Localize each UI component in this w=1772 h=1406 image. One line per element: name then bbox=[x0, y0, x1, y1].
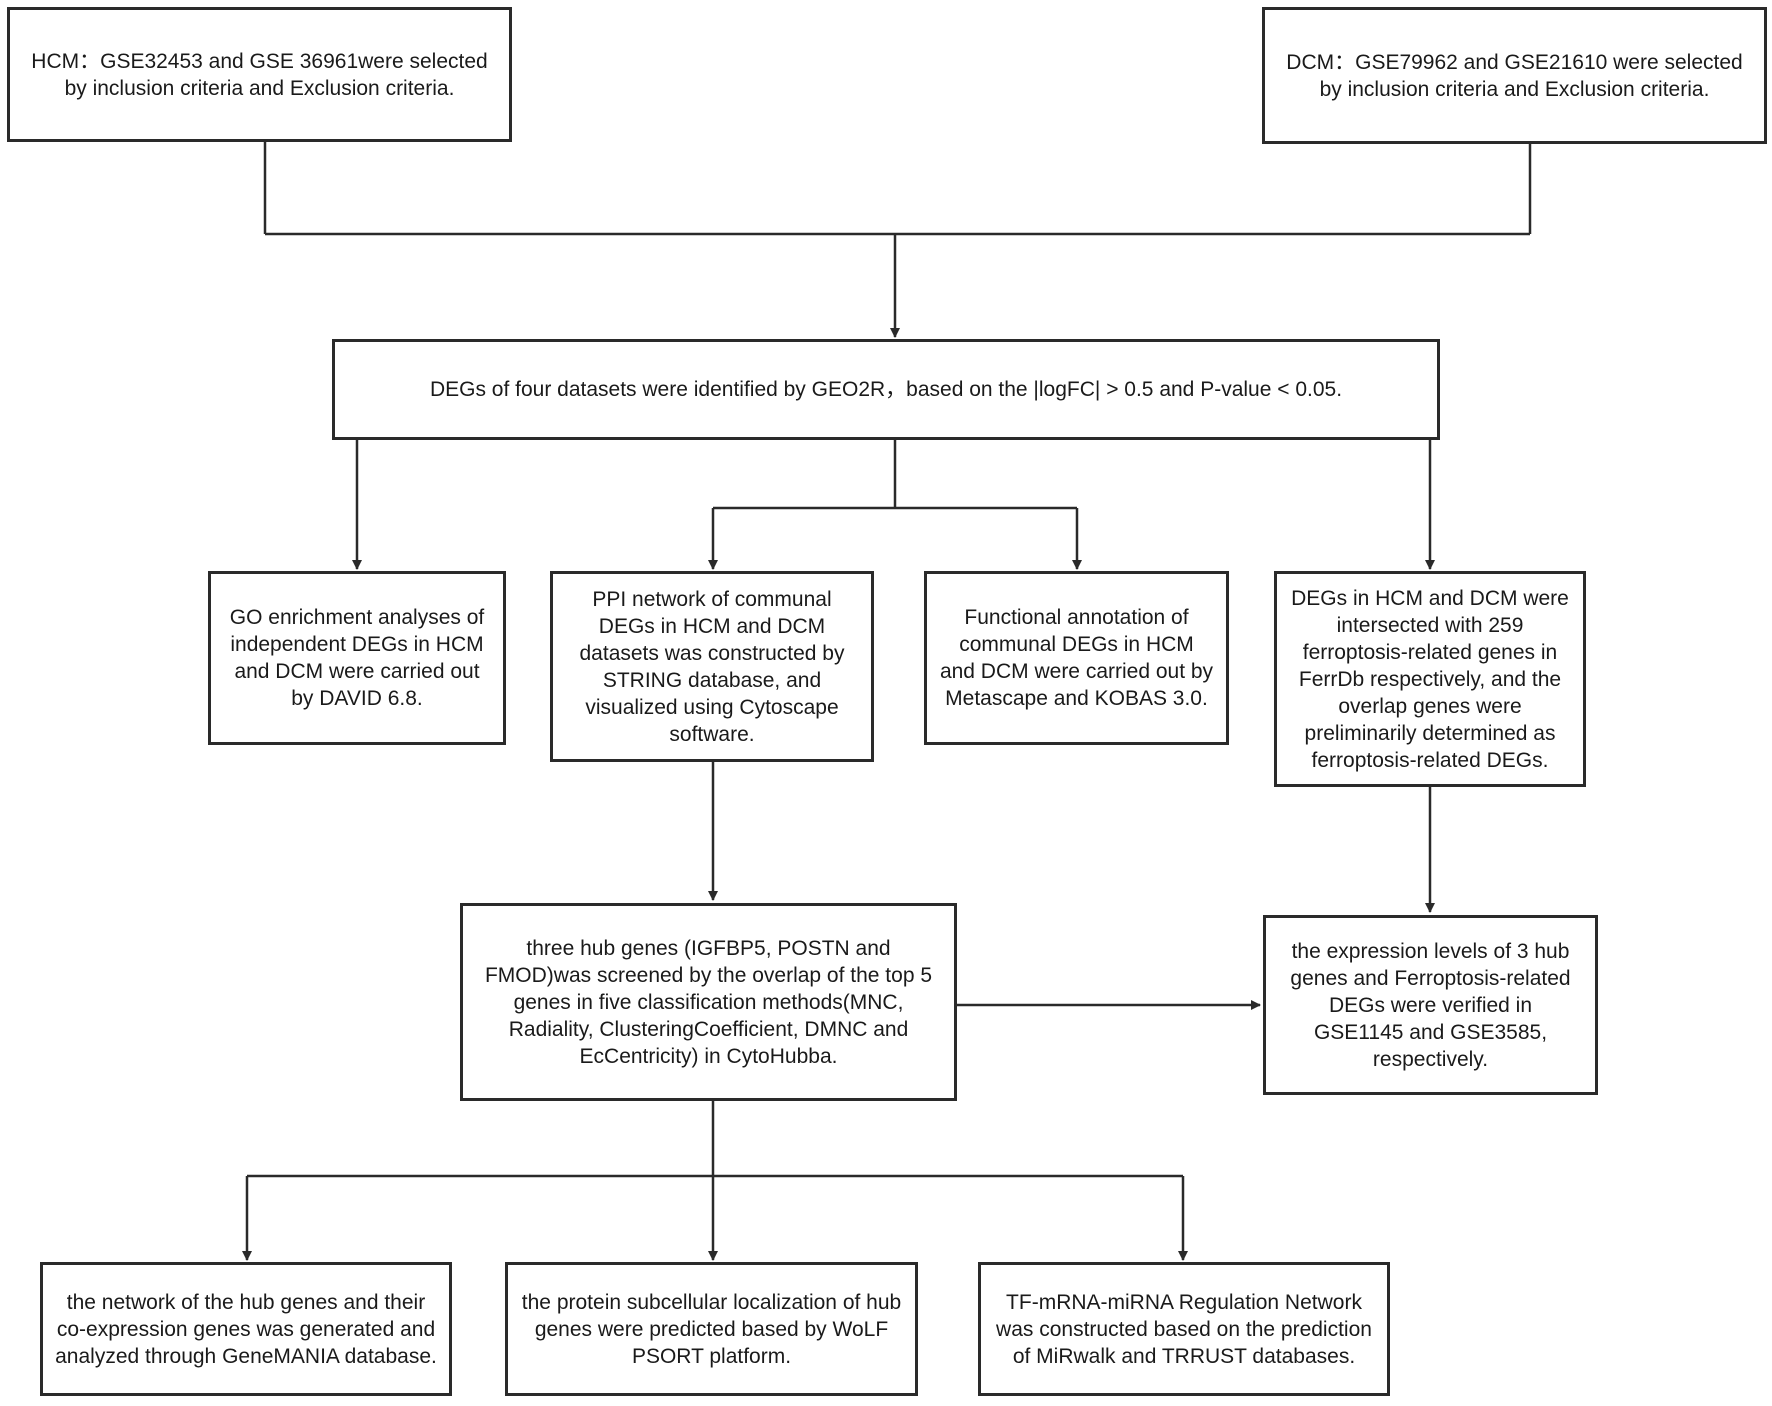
genemania-text: the network of the hub genes and their c… bbox=[55, 1290, 437, 1368]
genemania-box: the network of the hub genes and their c… bbox=[40, 1262, 452, 1396]
ppi-network-text: PPI network of communal DEGs in HCM and … bbox=[579, 587, 845, 746]
go-enrichment-text: GO enrichment analyses of independent DE… bbox=[229, 606, 485, 710]
wolf-psort-text: the protein subcellular localization of … bbox=[521, 1290, 902, 1368]
ppi-network-box: PPI network of communal DEGs in HCM and … bbox=[550, 571, 874, 762]
tf-mrna-mirna-text: TF-mRNA-miRNA Regulation Network was con… bbox=[996, 1290, 1372, 1368]
ferroptosis-intersection-box: DEGs in HCM and DCM were intersected wit… bbox=[1274, 571, 1586, 787]
expression-verification-text: the expression levels of 3 hub genes and… bbox=[1290, 939, 1571, 1071]
dcm-datasets-text: DCM：GSE79962 and GSE21610 were selected … bbox=[1286, 50, 1743, 101]
degs-identification-box: DEGs of four datasets were identified by… bbox=[332, 339, 1440, 440]
dcm-datasets-box: DCM：GSE79962 and GSE21610 were selected … bbox=[1262, 7, 1767, 144]
hub-genes-box: three hub genes (IGFBP5, POSTN and FMOD)… bbox=[460, 903, 957, 1101]
degs-identification-text: DEGs of four datasets were identified by… bbox=[429, 378, 1343, 401]
hub-genes-text: three hub genes (IGFBP5, POSTN and FMOD)… bbox=[484, 936, 933, 1068]
hcm-datasets-box: HCM：GSE32453 and GSE 36961were selected … bbox=[7, 7, 512, 142]
wolf-psort-box: the protein subcellular localization of … bbox=[505, 1262, 918, 1396]
tf-mrna-mirna-box: TF-mRNA-miRNA Regulation Network was con… bbox=[978, 1262, 1390, 1396]
go-enrichment-box: GO enrichment analyses of independent DE… bbox=[208, 571, 506, 745]
functional-annotation-text: Functional annotation of communal DEGs i… bbox=[939, 606, 1214, 710]
hcm-datasets-text: HCM：GSE32453 and GSE 36961were selected … bbox=[31, 49, 488, 100]
functional-annotation-box: Functional annotation of communal DEGs i… bbox=[924, 571, 1229, 745]
expression-verification-box: the expression levels of 3 hub genes and… bbox=[1263, 915, 1598, 1095]
ferroptosis-intersection-text: DEGs in HCM and DCM were intersected wit… bbox=[1291, 586, 1569, 772]
